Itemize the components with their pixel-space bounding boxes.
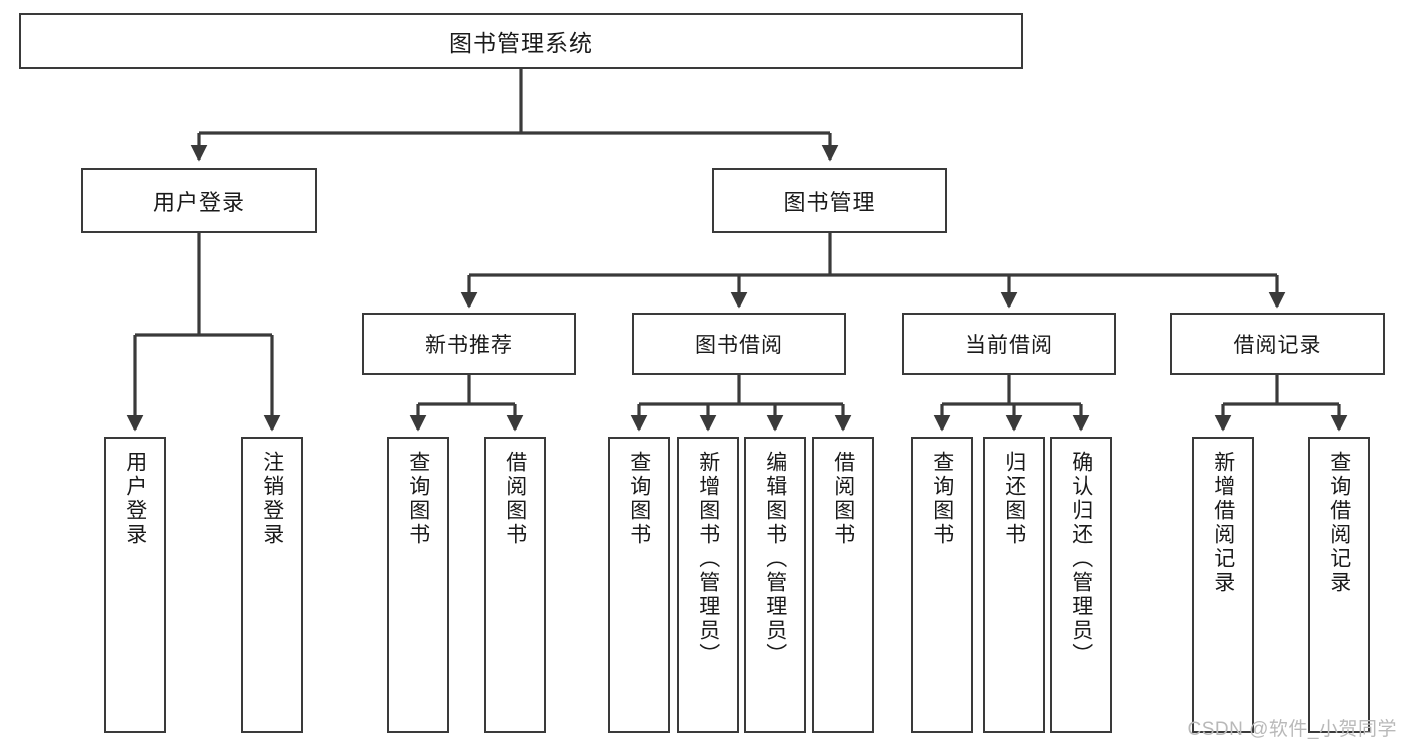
node-label: 新增图书（管理员） xyxy=(696,451,720,667)
node-book-borrow[interactable]: 图书借阅 xyxy=(632,313,846,375)
leaf-query-book-recommend[interactable]: 查询图书 xyxy=(387,437,449,733)
node-borrow-record[interactable]: 借阅记录 xyxy=(1170,313,1385,375)
node-label: 当前借阅 xyxy=(965,334,1053,357)
node-user-login[interactable]: 用户登录 xyxy=(81,168,317,233)
node-label: 图书借阅 xyxy=(695,334,783,357)
node-label: 查询图书 xyxy=(627,451,651,547)
node-root-system[interactable]: 图书管理系统 xyxy=(19,13,1023,69)
leaf-add-borrow-record[interactable]: 新增借阅记录 xyxy=(1192,437,1254,733)
node-label: 用户登录 xyxy=(152,189,245,215)
node-current-borrow[interactable]: 当前借阅 xyxy=(902,313,1116,375)
leaf-confirm-return-admin[interactable]: 确认归还（管理员） xyxy=(1050,437,1112,733)
leaf-query-book-borrow[interactable]: 查询图书 xyxy=(608,437,670,733)
node-label: 新增借阅记录 xyxy=(1211,451,1235,595)
leaf-return-book[interactable]: 归还图书 xyxy=(983,437,1045,733)
node-new-book-recommend[interactable]: 新书推荐 xyxy=(362,313,576,375)
leaf-query-book-current[interactable]: 查询图书 xyxy=(911,437,973,733)
node-label: 图书管理系统 xyxy=(449,30,593,56)
node-label: 借阅图书 xyxy=(503,451,527,547)
node-label: 借阅图书 xyxy=(831,451,855,547)
leaf-edit-book-admin[interactable]: 编辑图书（管理员） xyxy=(744,437,806,733)
node-label: 编辑图书（管理员） xyxy=(763,451,787,667)
node-label: 新书推荐 xyxy=(425,334,513,357)
node-label: 用户登录 xyxy=(123,451,147,547)
leaf-query-borrow-record[interactable]: 查询借阅记录 xyxy=(1308,437,1370,733)
node-label: 借阅记录 xyxy=(1233,334,1322,357)
leaf-borrow-book[interactable]: 借阅图书 xyxy=(812,437,874,733)
leaf-add-book-admin[interactable]: 新增图书（管理员） xyxy=(677,437,739,733)
node-label: 查询图书 xyxy=(930,451,954,547)
leaf-user-login[interactable]: 用户登录 xyxy=(104,437,166,733)
leaf-borrow-book-recommend[interactable]: 借阅图书 xyxy=(484,437,546,733)
node-book-management[interactable]: 图书管理 xyxy=(712,168,947,233)
node-label: 图书管理 xyxy=(783,189,876,215)
node-label: 归还图书 xyxy=(1002,451,1026,547)
node-label: 查询借阅记录 xyxy=(1327,451,1351,595)
watermark-text: CSDN @软件_小贺同学 xyxy=(1187,719,1397,740)
node-label: 确认归还（管理员） xyxy=(1069,451,1093,667)
leaf-logout-login[interactable]: 注销登录 xyxy=(241,437,303,733)
node-label: 查询图书 xyxy=(406,451,430,547)
node-label: 注销登录 xyxy=(260,451,284,547)
